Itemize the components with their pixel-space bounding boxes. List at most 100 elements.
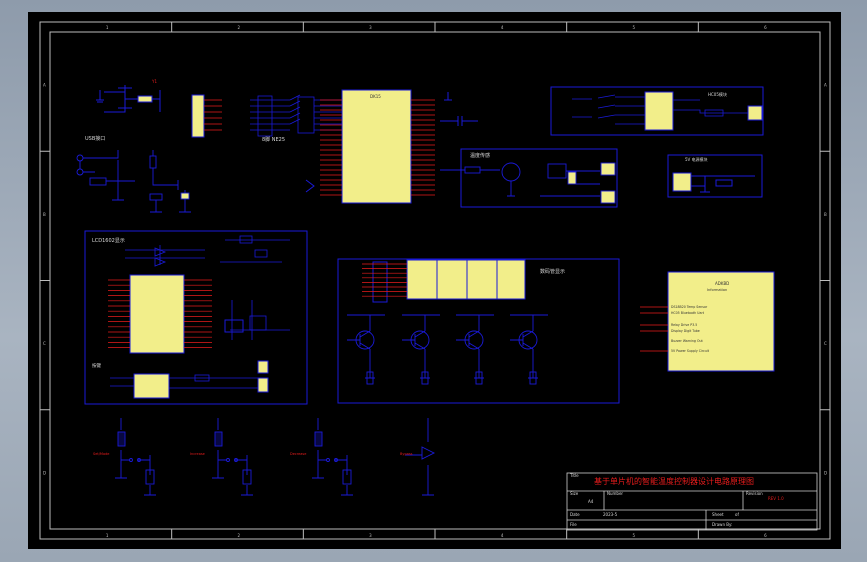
transistor-resistor — [475, 371, 483, 385]
display-pins — [362, 263, 407, 297]
switch-resistor — [314, 431, 323, 447]
switch-circuit — [312, 418, 353, 496]
lcd-label: LCD1602显示 — [92, 238, 125, 244]
display-frame — [337, 258, 620, 404]
usb-circuit — [76, 150, 191, 213]
zone-ticks — [40, 22, 830, 539]
power-wires — [691, 175, 755, 193]
revision-value: REV 1.0 — [768, 496, 784, 501]
title-text: 基于单片机的智能温度控制器设计电路原理图 — [594, 476, 754, 486]
kbd-subtitle: Information — [707, 288, 727, 292]
hc05-chip — [644, 91, 674, 131]
drawn-label: Drawn By: — [712, 522, 732, 527]
switch-capacitor — [242, 469, 252, 485]
zone-row-label: B — [43, 212, 46, 217]
size-value: A4 — [588, 499, 594, 504]
zone-row-label: C — [824, 341, 827, 346]
switch-label: Bypass — [400, 452, 413, 456]
display-digits — [406, 259, 526, 300]
switch-contact — [226, 458, 230, 462]
zone-col-label: 3 — [369, 25, 372, 30]
usb-label: USB接口 — [85, 135, 105, 142]
switch-capacitor — [145, 469, 155, 485]
key-wires — [110, 374, 258, 389]
zone-row-label: C — [43, 341, 46, 346]
pin-header — [191, 94, 205, 138]
switch-circuit — [212, 418, 253, 496]
zone-col-label: 4 — [501, 25, 504, 30]
display-transistors — [347, 314, 548, 385]
date-label: Date — [570, 512, 580, 517]
mcu-chip — [341, 89, 412, 204]
transistor-leads — [347, 314, 385, 379]
zone-row-label: D — [43, 470, 46, 475]
kbd-line: Relay Drive P3.5 — [671, 323, 697, 327]
lcd-pins — [108, 279, 212, 348]
key-chip — [133, 373, 170, 399]
size-label: Size — [570, 491, 579, 496]
switch-wires — [212, 418, 253, 496]
temp-circuit — [440, 162, 616, 204]
switch-resistor — [214, 431, 223, 447]
lcd-button — [224, 319, 244, 333]
lcd-aux — [125, 235, 290, 340]
switch-diode — [421, 446, 436, 460]
kbd-line: Buzzer Warning Out — [671, 339, 703, 343]
resistor-array-label: 8脚 NE25 — [262, 136, 285, 143]
temp-label: 温度传感 — [470, 152, 490, 159]
file-label: File — [570, 522, 577, 527]
sheet-label: Sheet — [712, 512, 724, 517]
display-label: 数码管显示 — [540, 268, 565, 275]
zone-row-label: A — [824, 83, 827, 88]
switch-capacitor — [342, 469, 352, 485]
resistor-array — [250, 94, 342, 137]
switch-wires — [115, 418, 156, 496]
crystal-value: Y1 — [151, 79, 157, 84]
switch-contact — [137, 458, 141, 462]
key-connector-a — [257, 360, 269, 374]
power-label: 5V 电源模块 — [685, 156, 708, 162]
title-block — [566, 472, 818, 531]
switch-wires — [312, 418, 353, 496]
temp-frame — [460, 148, 618, 208]
transistor-resistor — [421, 371, 429, 385]
switch-circuit — [405, 418, 436, 496]
hc05-label: HC05模块 — [708, 91, 727, 97]
zone-col-label: 4 — [501, 533, 504, 538]
date-value: 2023-5 — [603, 512, 618, 517]
lcd-chip — [129, 274, 185, 354]
switch-wires — [405, 418, 434, 496]
switch-contact — [334, 458, 338, 462]
zone-row-label: D — [824, 470, 827, 475]
mcu-pins — [320, 99, 435, 196]
mcu-decoupling — [440, 92, 478, 126]
zone-col-label: 2 — [238, 533, 241, 538]
zone-row-label: B — [824, 212, 827, 217]
zone-col-label: 5 — [633, 25, 636, 30]
sheet-value: of — [735, 512, 739, 517]
kbd-line: Display Digit Tube — [671, 329, 700, 333]
switch-circuit — [115, 418, 156, 496]
switch-label: Decrease — [290, 452, 306, 456]
zone-col-label: 1 — [106, 533, 109, 538]
transistor-leads — [456, 314, 494, 379]
lcd-frame — [84, 230, 308, 405]
key-label: 按键 — [92, 362, 101, 369]
switch-contact — [234, 458, 238, 462]
switch-resistor — [117, 431, 126, 447]
zone-col-label: 1 — [106, 25, 109, 30]
switch-contact — [129, 458, 133, 462]
number-label: Number — [607, 491, 623, 496]
revision-label: Revision — [746, 491, 763, 496]
crystal-circuit — [96, 85, 161, 113]
display-connector — [372, 261, 388, 303]
key-connector-b — [257, 377, 269, 393]
info-pins — [640, 306, 668, 352]
transistor-resistor — [529, 371, 537, 385]
mcu-left-wire — [305, 179, 315, 193]
hc05-wires — [572, 94, 748, 125]
